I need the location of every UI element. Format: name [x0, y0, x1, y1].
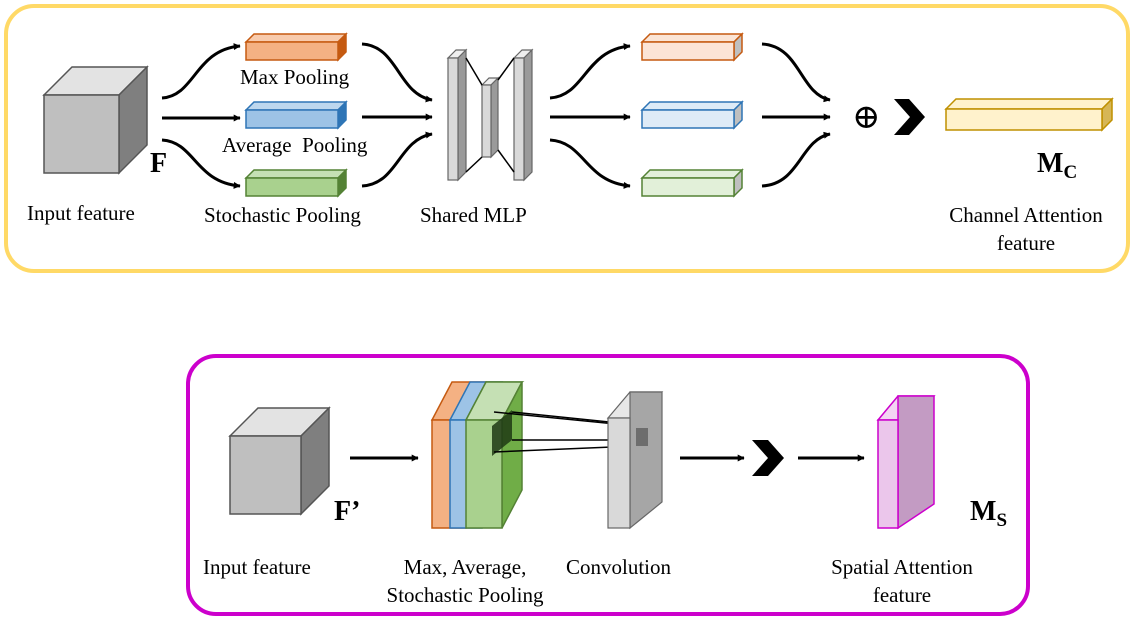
channel-attention-output-bar: [944, 97, 1114, 132]
spatial-pool-label-line2: Stochastic Pooling: [387, 583, 544, 607]
shared-mlp: [446, 48, 534, 182]
arrow-input-to-sto: [161, 138, 241, 189]
mlp-output-bar-green: [640, 168, 744, 198]
shared-mlp-label: Shared MLP: [420, 203, 527, 227]
pooled-map-stack: [430, 381, 525, 529]
max-pool-bar: [244, 32, 348, 62]
spatial-output-label-line1: Spatial Attention: [831, 555, 973, 579]
channel-output-symbol: MC: [1037, 148, 1077, 183]
spatial-output-label-line2: feature: [873, 583, 931, 607]
channel-output-label-line1: Channel Attention: [949, 203, 1103, 227]
arrow-input-to-max: [161, 43, 241, 100]
channel-output-label-line2: feature: [997, 231, 1055, 255]
spatial-pool-label-line1: Max, Average,: [404, 555, 527, 579]
mlp-output-bar-blue: [640, 100, 744, 130]
spatial-sigmoid-chevron-icon: [752, 440, 784, 476]
svg-text:MC: MC: [1037, 148, 1077, 183]
svg-text:MS: MS: [970, 496, 1007, 531]
stochastic-pool-bar: [244, 168, 348, 198]
arrow-mlp-to-bottom: [549, 138, 631, 189]
arrow-sto-to-mlp: [361, 131, 433, 188]
spatial-attention-output-map: [876, 395, 936, 530]
sigmoid-chevron-icon: [894, 99, 925, 135]
arrow-bottom-to-sum: [761, 131, 831, 188]
stochastic-pooling-label: Stochastic Pooling: [204, 203, 361, 227]
arrow-top-to-sum: [761, 42, 831, 103]
channel-input-label: Input feature: [27, 201, 135, 225]
convolution-plane: [606, 391, 664, 530]
channel-module-border: [4, 4, 1130, 273]
average-pooling-label: Average Pooling: [222, 133, 368, 157]
avg-pool-bar: [244, 100, 348, 130]
arrow-mlp-to-top: [549, 43, 631, 100]
spatial-input-cube: [228, 406, 331, 516]
spatial-output-symbol: MS: [970, 496, 1007, 531]
mlp-output-bar-orange: [640, 32, 744, 62]
arrow-max-to-mlp: [361, 42, 433, 103]
channel-attention-module: F Input feature Max Pooling Average Pool…: [4, 4, 1130, 273]
sum-symbol: ⊕: [852, 99, 881, 136]
channel-input-symbol: F: [150, 148, 167, 179]
spatial-attention-module: F’ Input feature Max, Average, Stochasti…: [186, 354, 1030, 616]
channel-input-cube: [42, 65, 149, 175]
spatial-input-symbol: F’: [334, 496, 360, 527]
convolution-label: Convolution: [566, 555, 672, 579]
spatial-module-border: [186, 354, 1030, 616]
spatial-input-label: Input feature: [203, 555, 311, 579]
max-pooling-label: Max Pooling: [240, 65, 350, 89]
